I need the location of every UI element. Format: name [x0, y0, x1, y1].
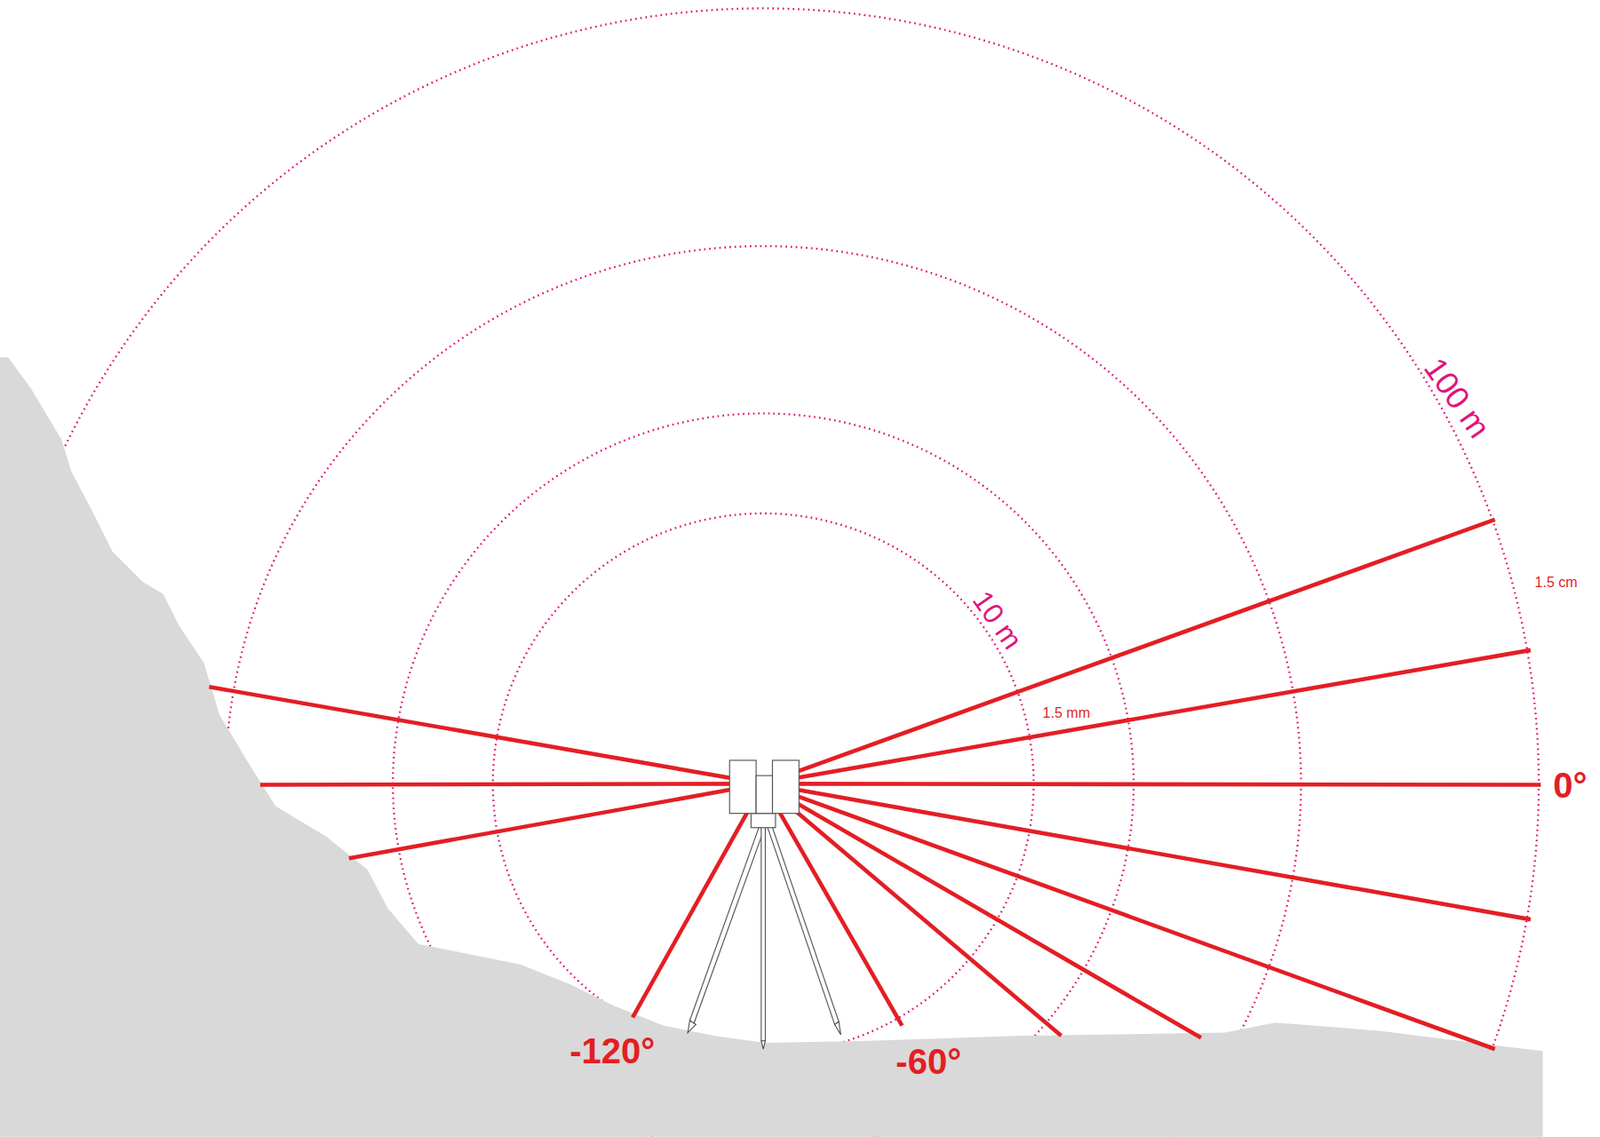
scanner-tripod — [687, 760, 841, 1050]
laser-ray — [763, 783, 1541, 785]
laser-ray — [763, 783, 902, 1026]
spacing-label: 1.5 cm — [1533, 574, 1580, 591]
laser-ray — [763, 783, 1202, 1038]
laser-ray — [632, 783, 764, 1018]
angle-label: -120° — [569, 1033, 655, 1069]
laser-ray — [349, 783, 764, 859]
laser-ray — [208, 686, 764, 784]
angle-label: 0° — [1552, 767, 1587, 804]
laser-ray — [763, 783, 1061, 1036]
terrain — [0, 357, 1544, 1137]
range-label: 100 m — [1418, 352, 1497, 445]
tripod-leg — [689, 827, 765, 1025]
scanner-body — [772, 760, 799, 814]
laser-rays — [208, 519, 1541, 1050]
laser-ray — [763, 650, 1531, 784]
angle-label: -60° — [895, 1043, 962, 1080]
spacing-label: 1.5 mm — [1041, 705, 1092, 722]
laser-ray — [763, 519, 1496, 784]
tripod-leg — [767, 824, 839, 1025]
tripod-foot — [687, 1020, 841, 1050]
tripod-leg — [761, 827, 766, 1042]
scanner-body — [729, 760, 757, 814]
scanner-base — [750, 813, 776, 828]
range-label: 10 m — [968, 586, 1028, 655]
laser-ray — [763, 783, 1496, 1050]
scanner-head — [756, 775, 773, 813]
laser-ray — [260, 783, 764, 785]
